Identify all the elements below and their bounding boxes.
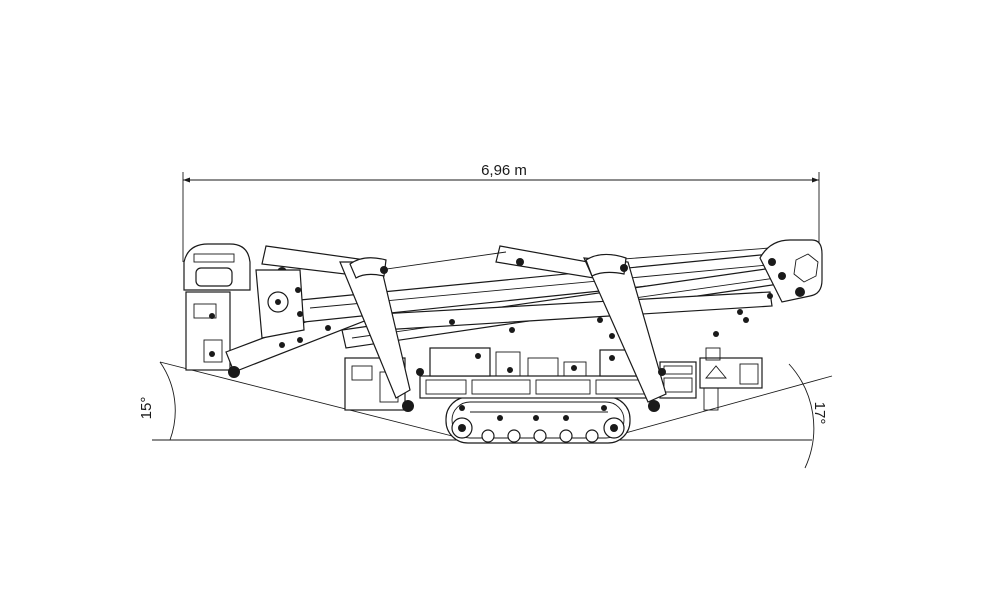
departure-angle-label: 17° [811,402,828,425]
approach-angle-left: 15° [138,361,176,441]
approach-angle-label: 15° [138,397,155,420]
departure-angle-right: 17° [788,363,828,469]
overall-length-dimension: 6,96 m [182,162,820,262]
overall-length-label: 6,96 m [481,162,527,179]
boom-assembly [225,239,823,412]
work-basket [183,243,251,371]
crawler-track [445,396,631,444]
